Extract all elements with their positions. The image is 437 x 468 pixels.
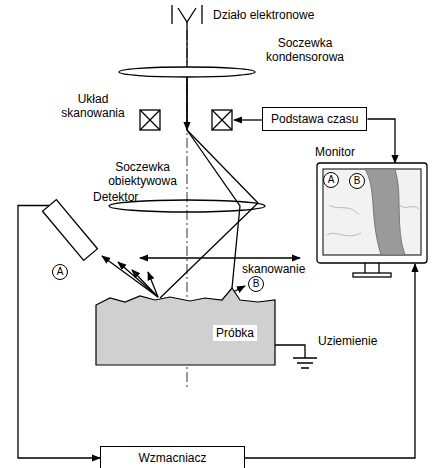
node-text: Podstawa czasu [271,112,358,126]
callout-circle: B [248,276,264,292]
monitor: MonitorA B [315,145,433,295]
node-text: Detektor [93,190,138,204]
node-text: B [354,174,361,188]
node-text: A [57,265,64,279]
node-text: B [253,277,260,291]
condenser-lens [119,67,255,77]
detector: Detektor [38,190,153,262]
label-text: Soczewka obiektywowa [95,160,190,188]
amplifier-box: Wzmacniacz [100,446,245,468]
node-text: Próbka [213,325,257,341]
node-text: A [328,173,335,187]
label-text: Działo elektronowe [213,8,314,22]
node-text: Monitor [315,145,355,159]
label-text: Soczewka kondensorowa [255,36,355,64]
secondary-electrons [102,256,245,297]
label-text: skanowanie [242,262,305,276]
signal-connector [367,119,395,163]
callout-circle: A [323,172,339,188]
electron-gun [172,5,202,24]
label-text: Układ skanowania [48,92,138,120]
signal-wire [234,119,262,120]
callout-circle: A [52,264,68,280]
beam-ray [187,130,240,288]
sample: Próbka [95,285,276,366]
time-base-box: Podstawa czasu [262,107,367,131]
label-text: Uziemienie [318,334,377,348]
ground-symbol [275,345,317,368]
monitor-shape [315,145,433,295]
callout-circle: B [349,173,365,189]
scan-arrow [140,257,300,258]
scanning-coil [140,110,232,130]
node-text: Wzmacniacz [109,451,236,465]
